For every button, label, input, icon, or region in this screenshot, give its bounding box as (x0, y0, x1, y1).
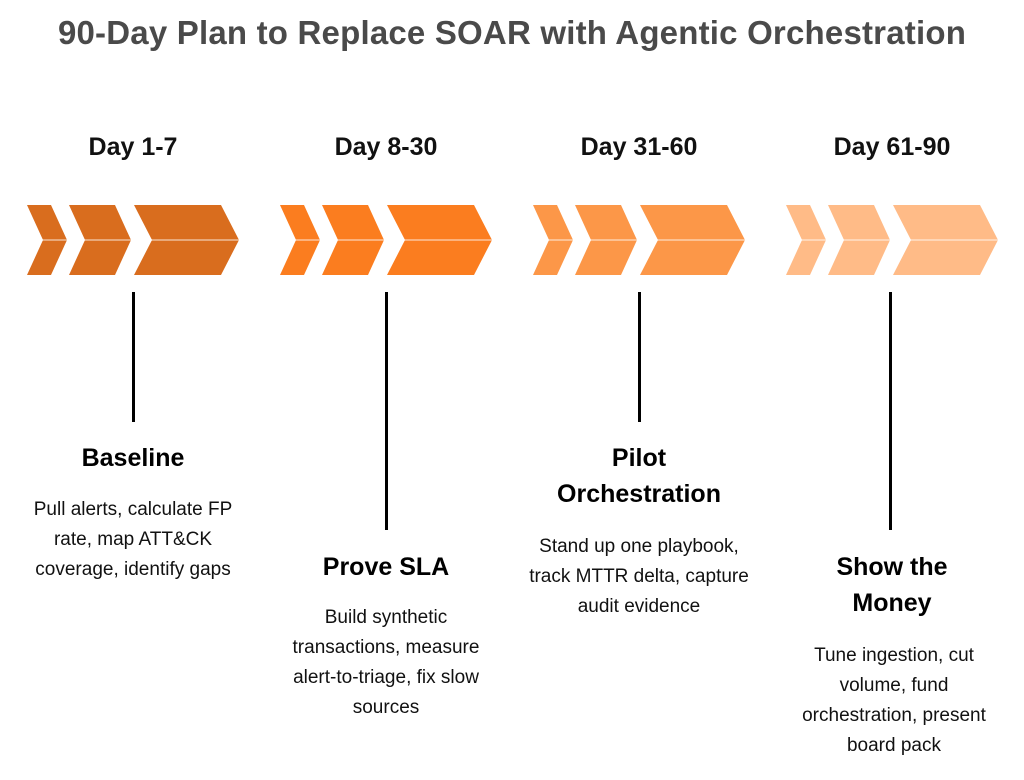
phase-1-connector (132, 292, 135, 422)
phase-4: Day 61-90 Show the Money Tune ingestion,… (764, 0, 1020, 780)
phase-1-period: Day 1-7 (88, 133, 178, 161)
phase-3-period: Day 31-60 (580, 133, 698, 161)
phase-4-chevrons (786, 205, 1006, 275)
diagram-title: 90-Day Plan to Replace SOAR with Agentic… (57, 14, 967, 51)
phase-2-connector (385, 292, 388, 530)
phase-2-description: Build synthetic transactions, measure al… (292, 607, 480, 718)
phase-1-description: Pull alerts, calculate FP rate, map ATT&… (33, 499, 233, 580)
phase-3-chevrons (533, 205, 753, 275)
phase-2: Day 8-30 Prove SLA Build synthetic trans… (258, 0, 514, 780)
phase-2-chevrons (280, 205, 500, 275)
phase-1-name: Baseline (81, 444, 185, 472)
phase-3-name: Pilot Orchestration (557, 444, 721, 508)
phase-3-connector (638, 292, 641, 422)
phase-4-period: Day 61-90 (833, 133, 951, 161)
phase-4-connector (889, 292, 892, 530)
phase-2-name: Prove SLA (322, 553, 450, 581)
phase-3-description: Stand up one playbook, track MTTR delta,… (529, 536, 749, 617)
phase-1-chevrons (27, 205, 247, 275)
phase-1: Day 1-7 Baseline Pull alerts, calculate … (5, 0, 261, 780)
phase-4-description: Tune ingestion, cut volume, fund orchest… (802, 645, 986, 756)
phase-3: Day 31-60 Pilot Orchestration Stand up o… (511, 0, 767, 780)
phase-2-period: Day 8-30 (334, 133, 438, 161)
phase-4-name: Show the Money (836, 553, 948, 617)
